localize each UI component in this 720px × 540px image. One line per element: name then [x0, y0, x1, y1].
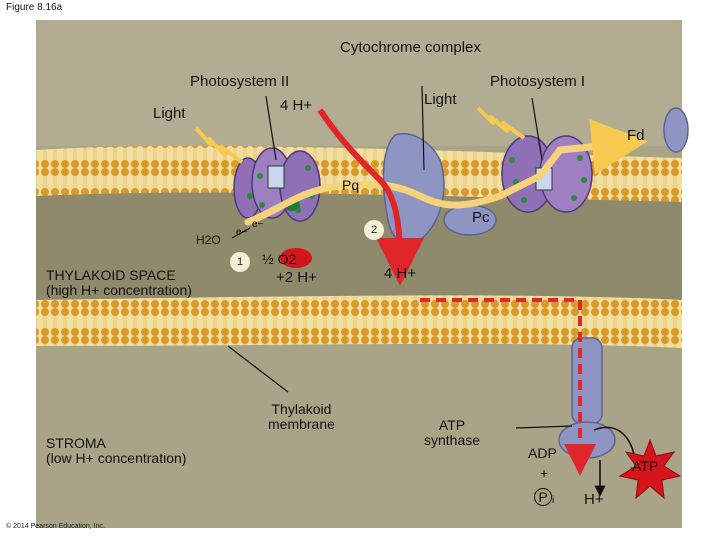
h-plus-bottom-label: H+ [584, 491, 604, 508]
stroma-label: STROMA (low H+ concentration) [46, 435, 187, 466]
electron-label-1: e− [236, 227, 248, 238]
pq-label: Pq [342, 177, 360, 193]
half-o2-label: ½ O2 [262, 251, 297, 267]
atp-synthase-leader [515, 425, 573, 429]
ferredoxin [663, 107, 689, 153]
proton-gradient-path [420, 298, 596, 476]
fd-label: Fd [627, 127, 645, 144]
thylakoid-membrane-label: Thylakoid membrane [268, 401, 335, 432]
light-bolt-right [476, 106, 526, 140]
membrane-leader [227, 345, 289, 393]
oxygen-molecule [280, 248, 312, 268]
figure-label: Figure 8.16a [6, 2, 63, 13]
atp-star [618, 438, 682, 500]
lower-thylakoid-membrane [36, 295, 682, 348]
photosystem-i-label: Photosystem I [490, 73, 586, 90]
h2o-label: H2O [196, 233, 221, 247]
electron-flow-arrow [244, 118, 648, 226]
four-h-lumen-label: 4 H+ [384, 265, 417, 282]
atp-synthase-label: ATP synthase [424, 417, 481, 448]
copyright: © 2014 Pearson Education, Inc. [6, 523, 105, 530]
light-bolt-left [194, 126, 244, 164]
adp-label: ADP [528, 445, 557, 461]
ps2-leader [265, 95, 277, 161]
plus-label: + [540, 465, 549, 481]
proton-pump-arrow [317, 108, 424, 286]
four-h-top-label: 4 H+ [280, 97, 313, 114]
electron-label-2: e− [252, 219, 264, 230]
thylakoid-lumen [36, 192, 682, 300]
atp-label: ATP [632, 458, 659, 474]
h2o-split-arrow [231, 227, 251, 239]
phosphate-label: P [534, 488, 552, 506]
two-h-label: +2 H+ [276, 269, 317, 286]
thylakoid-space-label: THYLAKOID SPACE (high H+ concentration) [46, 267, 192, 298]
step-2-marker: 2 [364, 220, 384, 240]
light-right-label: Light [424, 91, 457, 108]
cytochrome-complex-label: Cytochrome complex [340, 39, 481, 56]
light-left-label: Light [153, 105, 186, 122]
cytochrome-leader [421, 85, 425, 171]
pc-label: Pc [472, 209, 490, 226]
step-1-marker: 1 [230, 252, 250, 272]
phosphate-subscript: i [552, 495, 555, 506]
upper-stroma-band [36, 20, 682, 146]
ps1-leader [531, 97, 543, 161]
photosystem-ii-complex [233, 147, 321, 222]
photosystem-ii-label: Photosystem II [190, 73, 290, 90]
